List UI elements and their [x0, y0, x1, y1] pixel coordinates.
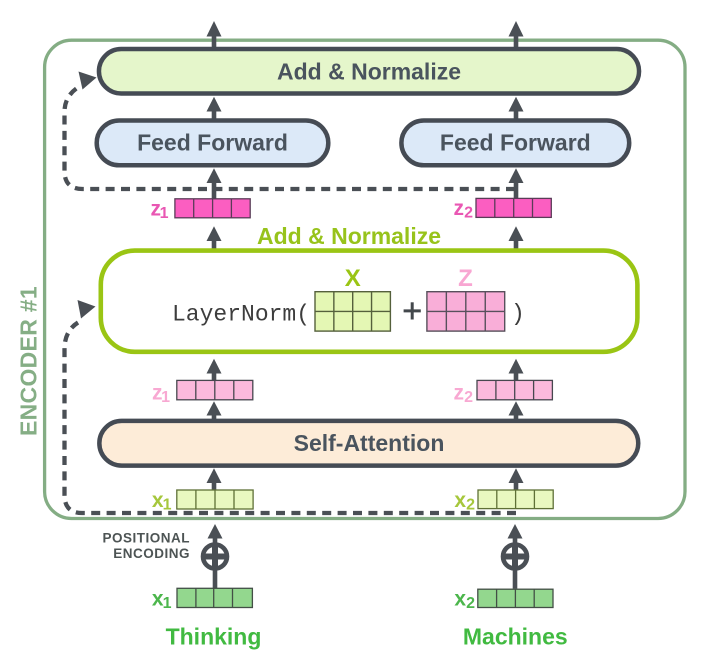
svg-text:2: 2 [464, 205, 473, 222]
svg-text:ENCODING: ENCODING [113, 546, 190, 561]
svg-text:1: 1 [160, 205, 169, 222]
svg-text:Add & Normalize: Add & Normalize [277, 59, 461, 85]
svg-text:z: z [151, 198, 162, 221]
svg-text:Thinking: Thinking [166, 624, 262, 650]
svg-text:1: 1 [163, 595, 172, 612]
svg-text:Z: Z [458, 265, 473, 292]
svg-text:x: x [454, 489, 466, 512]
svg-text:Feed Forward: Feed Forward [137, 130, 288, 156]
svg-text:x: x [152, 489, 164, 512]
svg-text:LayerNorm(: LayerNorm( [172, 302, 310, 328]
svg-text:z: z [152, 382, 163, 405]
svg-text:x: x [454, 588, 466, 611]
svg-text:z: z [454, 197, 465, 220]
svg-text:Add & Normalize: Add & Normalize [257, 223, 441, 249]
svg-text:x: x [152, 588, 164, 611]
svg-text:ENCODER #1: ENCODER #1 [16, 286, 42, 436]
svg-text:X: X [345, 265, 361, 292]
svg-text:1: 1 [163, 497, 172, 514]
svg-text:Feed Forward: Feed Forward [440, 130, 591, 156]
svg-text:2: 2 [466, 497, 475, 514]
svg-text:z: z [454, 382, 465, 405]
svg-text:2: 2 [464, 389, 473, 406]
svg-text:POSITIONAL: POSITIONAL [102, 530, 190, 545]
svg-text:Self-Attention: Self-Attention [294, 430, 445, 456]
svg-text:Machines: Machines [463, 624, 568, 650]
svg-text:1: 1 [161, 389, 170, 406]
svg-text:): ) [511, 301, 525, 327]
svg-text:2: 2 [466, 595, 475, 612]
